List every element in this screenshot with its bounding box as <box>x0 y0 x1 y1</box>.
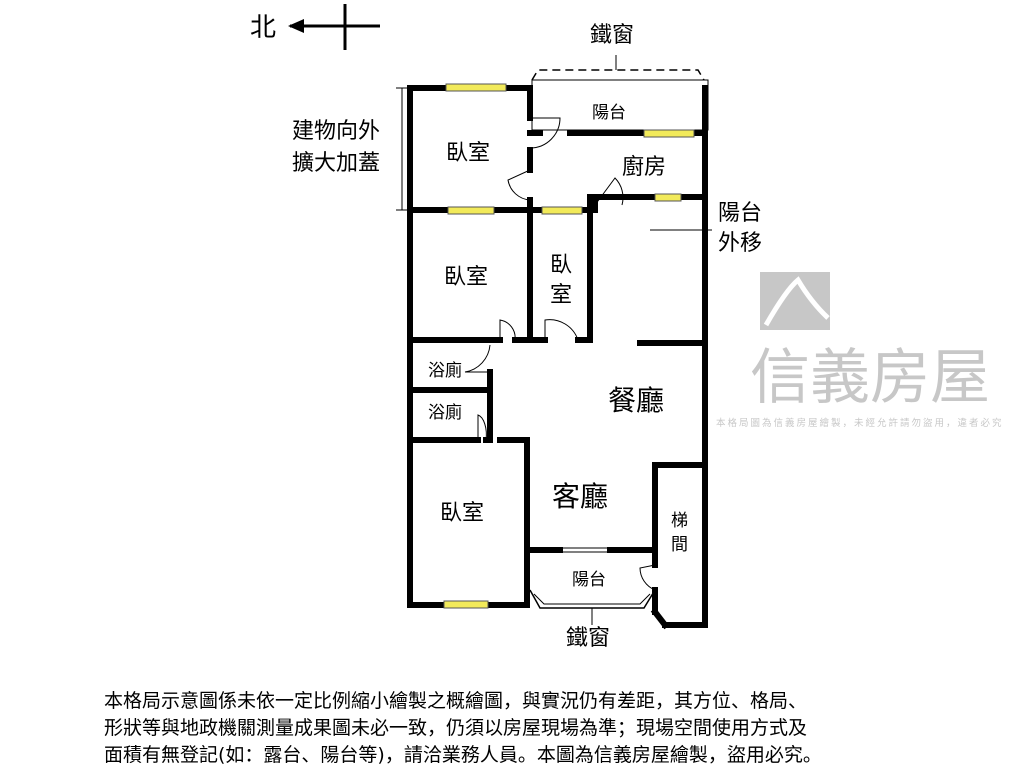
window <box>654 193 682 202</box>
label-kitchen: 廚房 <box>622 155 666 180</box>
door <box>639 564 656 591</box>
windows <box>443 83 695 609</box>
label-extension: 擴大加蓋 <box>292 151 380 176</box>
disclaimer: 本格局示意圖係未依一定比例縮小繪製之概繪圖，與實況仍有差距，其方位、格局、 形狀… <box>104 688 924 769</box>
door <box>529 117 561 149</box>
balcony-bottom-outline <box>529 589 656 609</box>
window <box>643 129 695 138</box>
watermark-brand: 信義房屋 <box>750 343 990 413</box>
label-stairwell: 梯 <box>671 511 688 531</box>
label-balcony-bottom: 陽台 <box>572 570 606 590</box>
label-bathroom-2: 浴廁 <box>428 402 462 423</box>
disclaimer-line: 形狀等與地政機關測量成果圖未必一致，仍須以房屋現場為準；現場空間使用方式及 <box>104 717 808 739</box>
north-arrow-icon <box>288 4 380 50</box>
label-bedroom-1: 臥室 <box>446 141 490 166</box>
label-iron-window-top: 鐵窗 <box>590 23 634 48</box>
doors <box>464 117 656 591</box>
door <box>594 177 624 206</box>
label-bedroom-small: 室 <box>550 283 572 308</box>
window <box>541 206 583 215</box>
watermark-logo: 信義房屋 本格局圖為信義房屋繪製，未經允許請勿盜用，違者必究 <box>716 272 1004 429</box>
label-bedroom-2: 臥室 <box>444 265 488 290</box>
label-extension: 建物向外 <box>292 119 380 144</box>
label-living-room: 客廳 <box>552 480 608 513</box>
label-balcony-moved: 外移 <box>718 231 762 256</box>
label-balcony-moved: 陽台 <box>718 201 762 226</box>
disclaimer-line: 面積有無登記(如：露台、陽台等)，請洽業務人員。本圖為信義房屋繪製，盜用必究。 <box>104 744 822 766</box>
door <box>507 169 531 201</box>
label-iron-window-bottom: 鐵窗 <box>566 626 610 651</box>
window <box>443 600 489 609</box>
window <box>445 83 507 92</box>
window <box>447 206 495 215</box>
door <box>544 319 579 341</box>
label-bedroom-3: 臥室 <box>440 501 484 526</box>
label-stairwell: 間 <box>671 535 688 555</box>
extension-dimension <box>396 87 408 211</box>
watermark-notice: 本格局圖為信義房屋繪製，未經允許請勿盜用，違者必究 <box>716 417 1004 429</box>
label-bathroom-1: 浴廁 <box>428 360 462 381</box>
label-bedroom-small: 臥 <box>550 253 572 278</box>
door <box>499 319 516 341</box>
door <box>477 414 487 441</box>
door <box>464 344 491 373</box>
label-dining-room: 餐廳 <box>608 384 664 417</box>
north-label: 北 <box>250 13 276 43</box>
label-balcony-top: 陽台 <box>592 103 626 123</box>
disclaimer-line: 本格局示意圖係未依一定比例縮小繪製之概繪圖，與實況仍有差距，其方位、格局、 <box>104 690 808 712</box>
